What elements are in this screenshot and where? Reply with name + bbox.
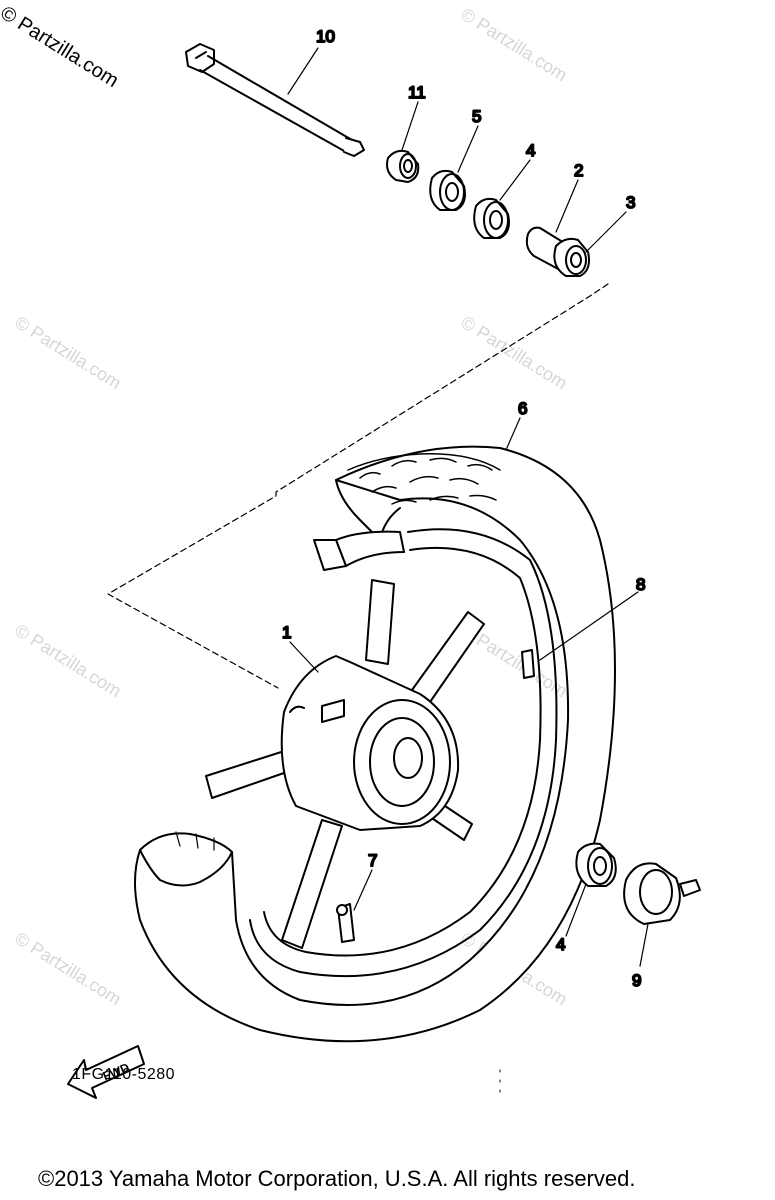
axle-part[interactable]: [185, 43, 365, 157]
callout-5: 5: [472, 107, 481, 126]
tire-part[interactable]: [134, 445, 616, 1043]
collar-seal-part[interactable]: [525, 226, 590, 277]
callout-9: 9: [632, 971, 641, 990]
meter-gear-part[interactable]: [623, 862, 701, 925]
callout-10: 10: [316, 27, 335, 46]
callout-4: 4: [526, 141, 535, 160]
valve-part[interactable]: [336, 903, 355, 943]
callout-1: 1: [282, 623, 291, 642]
rim-part[interactable]: [249, 528, 558, 978]
callout-6: 6: [518, 399, 527, 418]
diagram-code: 1FG110-5280: [72, 1066, 176, 1083]
callout-4-lower: 4: [556, 935, 565, 954]
bearing-part[interactable]: [473, 197, 510, 239]
callout-7: 7: [368, 851, 377, 870]
collar-part[interactable]: [386, 149, 420, 183]
callout-11: 11: [408, 83, 426, 102]
callout-3: 3: [626, 193, 635, 212]
copyright-notice: ©2013 Yamaha Motor Corporation, U.S.A. A…: [38, 1166, 636, 1191]
hub-part[interactable]: [280, 655, 460, 831]
bearing-part[interactable]: [429, 169, 466, 211]
callout-8: 8: [636, 575, 645, 594]
balance-weight-part[interactable]: [521, 649, 535, 679]
callout-2: 2: [574, 161, 583, 180]
bearing-part[interactable]: [575, 842, 617, 887]
leader-lines: [287, 47, 649, 967]
